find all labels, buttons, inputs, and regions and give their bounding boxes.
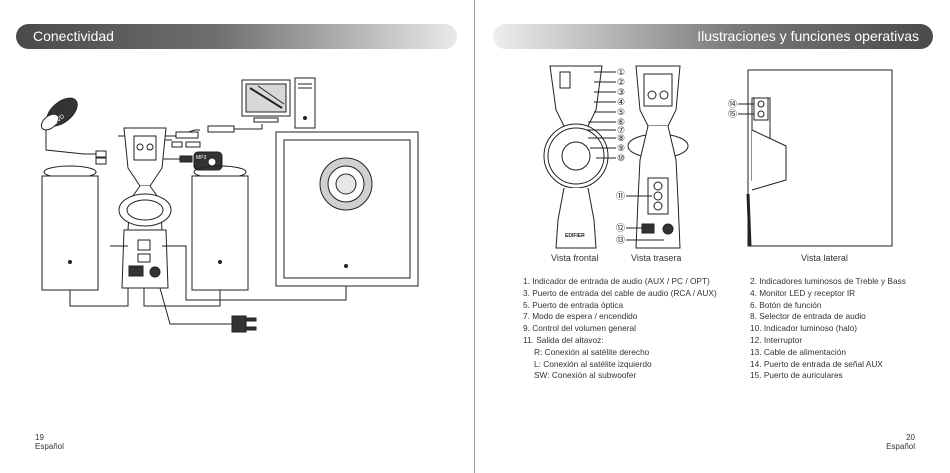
feature-item: 4. Monitor LED y receptor IR (750, 287, 856, 298)
callout-13: ⑬ (616, 235, 625, 246)
illustrations-diagram: ① ② ③ ④ ⑤ ⑥ ⑦ ⑧ ⑨ ⑩ ⑪ ⑫ ⑬ ⑭ ⑮ EDIFIER (543, 65, 893, 249)
feature-item: 15. Puerto de auriculares (750, 370, 843, 381)
page-number: 20 (906, 433, 915, 442)
feature-item: 14. Puerto de entrada de señal AUX (750, 358, 883, 369)
callout-2: ② (617, 78, 625, 88)
section-title: Conectividad (33, 28, 114, 44)
right-satellite-speaker (191, 165, 249, 291)
power-plug-icon (231, 315, 257, 333)
control-unit-drawing (118, 127, 172, 289)
feature-subitem: L: Conexión al satélite izquierdo (534, 358, 652, 369)
feature-item: 1. Indicador de entrada de audio (AUX / … (523, 276, 710, 286)
caption-rear: Vista trasera (631, 253, 682, 263)
feature-item: 9. Control del volumen general (523, 323, 636, 334)
rear-view-drawing (627, 65, 689, 249)
callout-14: ⑭ (728, 99, 737, 110)
front-view-drawing (543, 65, 609, 249)
mp3-label: MP3 (196, 155, 207, 161)
page-language: Español (886, 442, 915, 451)
callout-9: ⑨ (617, 144, 625, 154)
section-header: Ilustraciones y funciones operativas (493, 24, 933, 49)
callout-11: ⑪ (616, 191, 625, 202)
callout-5: ⑤ (617, 108, 625, 118)
subwoofer-speaker (275, 131, 419, 287)
brand-label: EDIFIER (565, 233, 585, 239)
right-page: Ilustraciones y funciones operativas (476, 0, 950, 473)
callout-3: ③ (617, 88, 625, 98)
feature-subitem: SW: Conexión al subwoofer (534, 370, 637, 381)
callout-7: ⑦ (617, 126, 625, 136)
feature-item: 2. Indicadores luminosos de Treble y Bas… (750, 276, 906, 286)
caption-front: Vista frontal (551, 253, 599, 263)
dvd-disc-icon (40, 97, 78, 131)
feature-subitem: R: Conexión al satélite derecho (534, 346, 650, 357)
page-number: 19 (35, 433, 44, 442)
feature-item: 12. Interruptor (750, 334, 803, 345)
left-satellite-speaker (41, 165, 99, 291)
computer-icon (241, 77, 316, 129)
connectivity-diagram: DVD MP3 (40, 77, 419, 333)
feature-item: 10. Indicador luminoso (halo) (750, 323, 857, 334)
feature-item: 7. Modo de espera / encendido (523, 311, 638, 322)
feature-item: 6. Botón de función (750, 299, 822, 310)
page-language: Español (35, 442, 64, 451)
feature-item: 13. Cable de alimentación (750, 346, 846, 357)
feature-list-right: 2. Indicadores luminosos de Treble y Bas… (750, 276, 906, 382)
left-page: Conectividad (0, 0, 474, 473)
feature-item: 3. Puerto de entrada del cable de audio … (523, 287, 717, 298)
page-footer: 20 Español (886, 433, 915, 451)
callout-8: ⑧ (617, 134, 625, 144)
callout-10: ⑩ (617, 154, 625, 164)
callout-15: ⑮ (728, 109, 737, 120)
feature-item: 8. Selector de entrada de audio (750, 311, 866, 322)
mp3-player-icon (193, 151, 223, 171)
callout-6: ⑥ (617, 118, 625, 128)
page-footer: 19 Español (35, 433, 64, 451)
feature-item: 11. Salida del altavoz: (523, 334, 604, 345)
section-header: Conectividad (16, 24, 457, 49)
caption-side: Vista lateral (801, 253, 848, 263)
section-title: Ilustraciones y funciones operativas (697, 28, 919, 44)
callout-1: ① (617, 68, 625, 78)
callout-12: ⑫ (616, 223, 625, 234)
book-spine (474, 0, 475, 473)
feature-item: 5. Puerto de entrada óptica (523, 299, 624, 310)
callout-4: ④ (617, 98, 625, 108)
feature-list-left: 1. Indicador de entrada de audio (AUX / … (523, 276, 717, 382)
side-view-drawing (746, 69, 893, 247)
